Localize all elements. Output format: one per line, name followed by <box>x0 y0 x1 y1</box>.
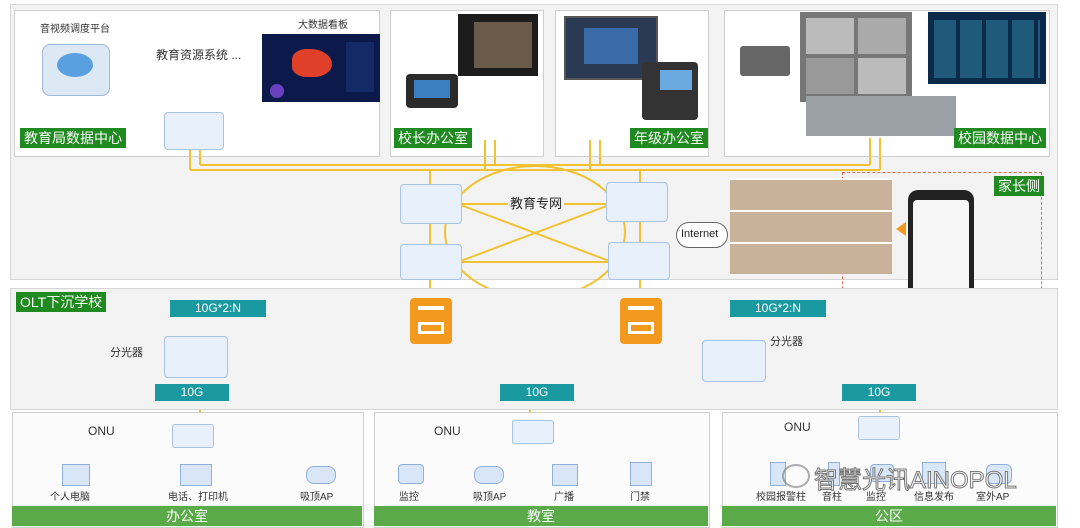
speaker-column-icon <box>828 462 840 486</box>
olt-left-icon <box>410 298 452 344</box>
pc-icon <box>62 464 90 486</box>
access-control-icon <box>630 462 652 486</box>
internet-cloud-icon <box>676 222 728 248</box>
public-onu-icon <box>858 416 900 440</box>
av-platform-image <box>42 44 110 96</box>
office-ceiling-ap-icon <box>306 466 336 484</box>
classroom-ceiling-ap-icon <box>474 466 504 484</box>
grade-office-label: 年级办公室 <box>630 128 708 148</box>
edu-bureau-label: 教育局数据中心 <box>20 128 126 148</box>
broadcast-icon <box>552 464 578 486</box>
wechat-watermark-icon <box>782 464 810 488</box>
camera-icon <box>398 464 424 484</box>
edu-network-label: 教育专网 <box>508 193 565 212</box>
principal-terminal-image <box>406 74 458 108</box>
public-device-speaker-label: 音柱 <box>822 492 842 503</box>
campus-datacenter-label: 校园数据中心 <box>954 128 1046 148</box>
splitter-left-label: 分光器 <box>110 347 143 359</box>
public-device-camera-label: 监控 <box>866 492 886 503</box>
public-area-10g-tag: 10G <box>842 384 916 401</box>
public-camera-icon <box>870 464 894 482</box>
office-onu-label: ONU <box>88 424 115 438</box>
splitter-left-icon <box>164 336 228 378</box>
campus-desk-image <box>806 96 956 136</box>
classroom-device-camera-label: 监控 <box>399 492 419 503</box>
arrow-left-icon <box>896 222 906 236</box>
public-device-outdoor-ap-label: 室外AP <box>976 492 1010 503</box>
phone-printer-icon <box>180 464 212 486</box>
classroom-onu-icon <box>512 420 554 444</box>
olt-school-label: OLT下沉学校 <box>16 292 107 312</box>
bigdata-dashboard-image <box>262 34 380 102</box>
watermark-text: 智慧光讯AINOPOL <box>814 467 1018 495</box>
core-switch-right-bottom-icon <box>608 242 670 280</box>
outdoor-ap-icon <box>986 464 1012 484</box>
classroom-device-access-label: 门禁 <box>630 492 650 503</box>
signage-icon <box>922 462 946 484</box>
video-call-grid-image <box>730 178 892 274</box>
grade-screen-image <box>564 16 658 80</box>
parents-side-label: 家长侧 <box>994 176 1044 196</box>
core-switch-left-top-icon <box>400 184 462 224</box>
classroom-device-broadcast-label: 广播 <box>554 492 574 503</box>
campus-dashboard-image <box>928 12 1046 84</box>
right-10g-ratio-tag: 10G*2:N <box>730 300 826 317</box>
campus-monitor-wall-image <box>800 12 912 102</box>
ip-phone-image <box>642 62 698 120</box>
edu-bureau-switch-icon <box>164 112 224 150</box>
principal-screen-image <box>458 14 538 76</box>
principal-office-label: 校长办公室 <box>394 128 472 148</box>
olt-right-icon <box>620 298 662 344</box>
office-10g-tag: 10G <box>155 384 229 401</box>
office-zone-label: 办公室 <box>12 506 362 526</box>
bigdata-label: 大数据看板 <box>298 20 348 31</box>
core-switch-left-bottom-icon <box>400 244 462 280</box>
classroom-onu-label: ONU <box>434 424 461 438</box>
public-device-alarm-label: 校园报警柱 <box>756 492 806 503</box>
classroom-10g-tag: 10G <box>500 384 574 401</box>
office-onu-icon <box>172 424 214 448</box>
office-device-phone-label: 电话、打印机 <box>168 492 228 503</box>
splitter-right-icon <box>702 340 766 382</box>
campus-desk-phone-image <box>740 46 790 76</box>
classroom-device-ap-label: 吸顶AP <box>473 492 507 503</box>
edu-resource-label: 教育资源系统 ... <box>156 48 242 62</box>
public-onu-label: ONU <box>784 420 811 434</box>
public-zone-label: 公区 <box>722 506 1056 526</box>
classroom-zone-label: 教室 <box>374 506 708 526</box>
internet-label: Internet <box>681 228 719 240</box>
office-device-ap-label: 吸顶AP <box>300 492 334 503</box>
av-platform-label: 音视频调度平台 <box>40 24 110 35</box>
office-device-pc-label: 个人电脑 <box>50 492 90 503</box>
splitter-right-label: 分光器 <box>770 336 803 348</box>
left-10g-ratio-tag: 10G*2:N <box>170 300 266 317</box>
core-switch-right-top-icon <box>606 182 668 222</box>
public-device-signage-label: 信息发布 <box>914 492 954 503</box>
